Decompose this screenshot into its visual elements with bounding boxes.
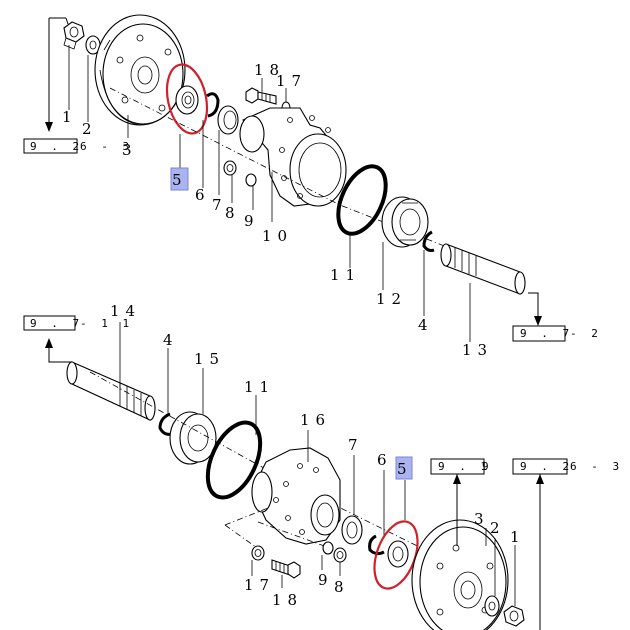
callout-17-bottom: 17	[244, 576, 275, 594]
svg-text:9 . 2: 9 . 2	[520, 460, 573, 473]
washer-part-bottom	[484, 595, 500, 617]
callout-2-bottom: 2	[490, 519, 506, 537]
svg-text:- 2: - 2	[570, 327, 602, 340]
washer-part-top	[85, 35, 101, 55]
bolt-part-top	[245, 87, 277, 105]
callout-18-bottom: 18	[272, 591, 303, 609]
nut-part-bottom	[503, 605, 525, 627]
ref-box-top-right[interactable]: 9 . 7 - 2	[512, 325, 602, 342]
callout-17-top: 17	[276, 72, 307, 90]
snap-ring-bottom	[368, 534, 385, 556]
bearing-part-bottom-large	[169, 411, 217, 465]
svg-text:5: 5	[397, 460, 413, 478]
callout-6-bottom: 6	[377, 451, 393, 469]
callout-18-top: 18	[254, 61, 285, 79]
ref-arrow-top-right	[528, 292, 542, 326]
callout-15-bottom: 15	[194, 350, 225, 368]
callout-1-top: 1	[62, 108, 78, 126]
bearing-part-top-small	[217, 105, 239, 135]
flange-part-top	[94, 14, 186, 126]
callout-8-top: 8	[225, 204, 241, 222]
small-bearing-bottom	[333, 547, 347, 563]
svg-text:6 - 3: 6 - 3	[570, 460, 623, 473]
shaft-part-bottom	[66, 361, 156, 421]
hub-part-bottom	[251, 447, 341, 545]
callout-14-bottom: 14	[110, 302, 141, 320]
snap-ring-top	[206, 92, 220, 118]
callout-13-top: 13	[462, 341, 493, 359]
svg-text:9: 9	[482, 460, 493, 473]
svg-text:9 . 1: 9 . 1	[438, 460, 491, 473]
callout-12-top: 12	[376, 290, 407, 308]
ref-arrow-bottom-right	[536, 474, 544, 630]
callout-9-bottom: 9	[318, 571, 334, 589]
svg-text:9 . 7: 9 . 7	[30, 317, 83, 330]
ref-arrow-top-left	[45, 17, 69, 132]
ref-box-bottom-mid[interactable]: 9 . 1 9	[430, 458, 493, 475]
callout-9-top: 9	[244, 212, 260, 230]
highlight-label-bottom[interactable]: 5	[395, 456, 413, 480]
bolt-part-bottom	[271, 559, 301, 579]
nut-part-top	[63, 21, 85, 50]
svg-text:5: 5	[172, 171, 188, 189]
small-bearing-top	[223, 160, 237, 176]
callout-11-bottom: 11	[244, 378, 275, 396]
highlight-label-top[interactable]: 5	[170, 167, 189, 191]
hub-part-top	[239, 107, 347, 207]
ref-box-top-left[interactable]: 9 . 2 6 - 3	[23, 138, 133, 154]
svg-text:9 . 7: 9 . 7	[520, 327, 573, 340]
callout-4-top: 4	[418, 316, 434, 334]
flange-part-bottom	[411, 519, 509, 630]
ref-box-mid-left[interactable]: 9 . 7 - 1 1	[23, 315, 133, 331]
highlight-oval-top	[165, 63, 209, 135]
ref-arrow-bottom-mid	[453, 474, 461, 546]
svg-text:6 - 3: 6 - 3	[80, 140, 133, 153]
ref-box-bottom-right[interactable]: 9 . 2 6 - 3	[512, 458, 623, 475]
svg-text:9 . 2: 9 . 2	[30, 140, 83, 153]
callout-8-bottom: 8	[334, 578, 350, 596]
small-washer-top	[245, 173, 257, 187]
callout-16-bottom: 16	[300, 411, 331, 429]
callout-7-top: 7	[212, 196, 228, 214]
callout-1-bottom: 1	[510, 528, 526, 546]
callout-6-top: 6	[195, 186, 211, 204]
callout-4-bottom: 4	[163, 331, 179, 349]
callout-7-bottom: 7	[348, 436, 364, 454]
bearing-part-top-large	[381, 196, 429, 248]
ref-arrow-mid-left	[45, 338, 72, 363]
callout-11-top: 11	[330, 266, 361, 284]
callout-3-bottom: 3	[474, 510, 490, 528]
snap-ring-bottom-left	[158, 412, 173, 436]
bolt-washer-bottom	[251, 545, 265, 561]
snap-ring-top-right	[422, 230, 435, 252]
seal-part-top	[175, 85, 199, 115]
small-washer-bottom	[322, 541, 334, 555]
callout-labels: 1 2 3 6 7 8 9 10 18 17 11 12 4 13 14 4 1…	[62, 61, 526, 609]
bearing-part-bottom-small	[341, 515, 363, 545]
callout-2-top: 2	[82, 120, 98, 138]
o-ring-top	[336, 164, 388, 236]
svg-text:- 1 1: - 1 1	[80, 317, 133, 330]
shaft-part-top	[440, 243, 526, 295]
callout-3-top: 3	[122, 141, 138, 159]
o-ring-bottom	[205, 420, 263, 500]
seal-part-bottom	[387, 540, 409, 568]
callout-10-top: 10	[262, 227, 293, 245]
